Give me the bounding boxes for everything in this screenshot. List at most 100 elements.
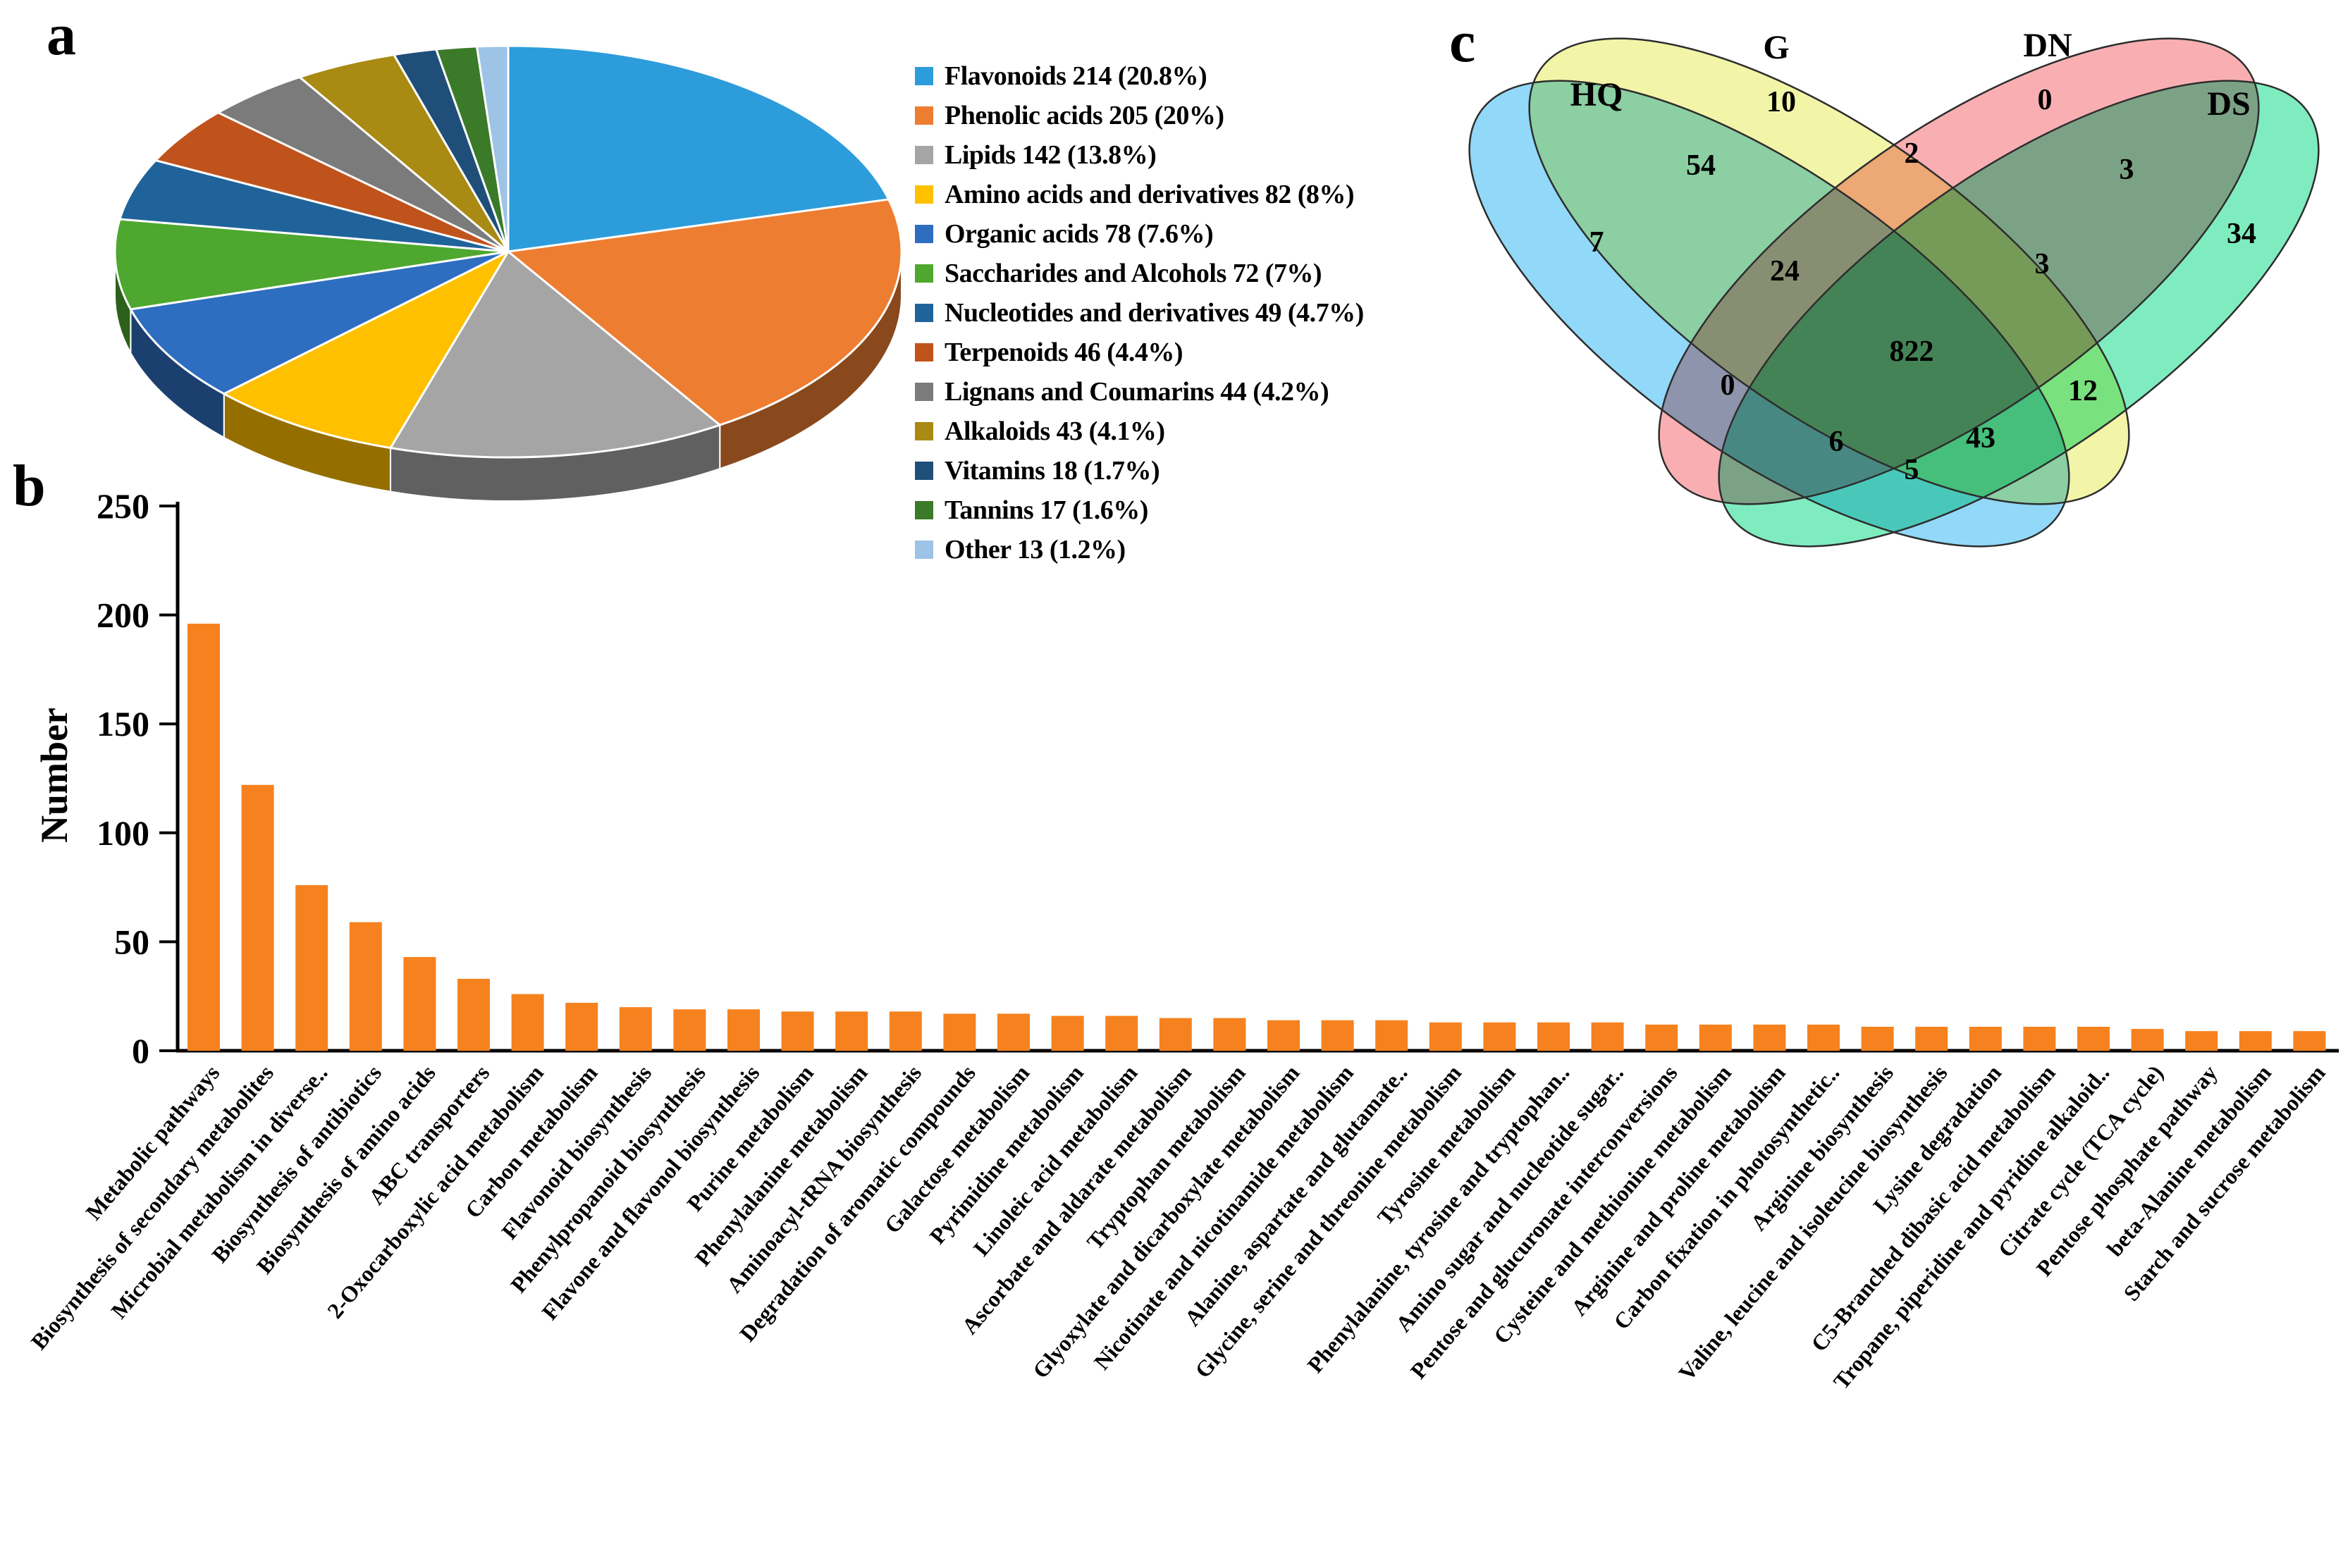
legend-swatch-icon — [915, 422, 933, 440]
legend-swatch-icon — [915, 343, 933, 362]
legend-label: Flavonoids 214 (20.8%) — [945, 61, 1207, 91]
venn-count-HQ: 7 — [1589, 226, 1604, 259]
bar — [835, 1011, 868, 1051]
bar — [943, 1013, 976, 1051]
venn-count-DN-DS: 3 — [2120, 154, 2134, 186]
legend-label: Other 13 (1.2%) — [945, 535, 1126, 564]
panel-a-label: a — [47, 2, 76, 68]
bar — [1267, 1020, 1300, 1051]
y-tick-label: 200 — [97, 595, 149, 635]
bar — [727, 1009, 760, 1051]
metabolite-pie-chart — [113, 44, 903, 502]
venn-ellipse-outline-DS — [1718, 80, 2320, 548]
legend-item: Terpenoids 46 (4.4%) — [915, 333, 1364, 372]
panel-b-label: b — [13, 453, 46, 519]
venn-count-HQ-G: 54 — [1686, 149, 1716, 182]
legend-swatch-icon — [915, 146, 933, 164]
legend-item: Flavonoids 214 (20.8%) — [915, 56, 1364, 96]
legend-item: Vitamins 18 (1.7%) — [915, 451, 1364, 490]
y-tick-label: 150 — [97, 704, 149, 743]
y-tick-label: 100 — [97, 813, 149, 853]
bar — [1483, 1022, 1516, 1051]
venn-count-DN: 0 — [2038, 84, 2053, 116]
bar — [1537, 1022, 1570, 1051]
y-axis-title: Number — [33, 708, 75, 843]
bar — [1861, 1026, 1894, 1051]
bar — [1645, 1024, 1678, 1051]
pie-slice-phenolic-acids — [507, 198, 903, 426]
legend-swatch-icon — [915, 501, 933, 519]
legend-label: Amino acids and derivatives 82 (8%) — [945, 180, 1355, 209]
venn-set-label-DN: DN — [2023, 27, 2072, 64]
legend-swatch-icon — [915, 67, 933, 85]
legend-item: Lipids 142 (13.8%) — [915, 135, 1364, 175]
y-tick-label: 0 — [132, 1031, 149, 1070]
bar — [2239, 1031, 2272, 1051]
venn-set-label-DS: DS — [2207, 85, 2250, 123]
bar — [1051, 1016, 1084, 1051]
category-label: Biosynthesis of secondary metabolites — [26, 1060, 278, 1354]
venn-set-label-HQ: HQ — [1570, 76, 1623, 113]
legend-label: Terpenoids 46 (4.4%) — [945, 338, 1183, 367]
pie-slice-lipids — [389, 250, 721, 459]
bar — [1159, 1018, 1192, 1051]
bar — [2023, 1026, 2056, 1051]
legend-item: Saccharides and Alcohols 72 (7%) — [915, 254, 1364, 293]
venn-count-G-DS: 12 — [2068, 375, 2098, 407]
bar — [673, 1009, 706, 1051]
venn-count-DS: 34 — [2227, 218, 2256, 250]
bar — [1591, 1022, 1624, 1051]
legend-item: Tannins 17 (1.6%) — [915, 490, 1364, 530]
legend-swatch-icon — [915, 185, 933, 204]
panel-c-label: c — [1449, 9, 1476, 75]
legend-swatch-icon — [915, 225, 933, 243]
venn-count-HQ-DS: 5 — [1905, 454, 1919, 486]
venn-ellipse-outline-HQ — [1468, 80, 2070, 548]
bar — [781, 1011, 814, 1051]
venn-ellipse-DS — [1718, 80, 2319, 547]
bar — [187, 623, 220, 1051]
venn-count-HQ-DN: 0 — [1721, 369, 1735, 402]
pie-slice-nucleotides-and-derivatives — [118, 159, 510, 253]
bar — [2131, 1029, 2164, 1051]
bar — [349, 922, 382, 1051]
venn-count-G-DN: 2 — [1905, 137, 1919, 170]
bar — [1807, 1024, 1840, 1051]
venn-count-G: 10 — [1766, 86, 1796, 118]
legend-swatch-icon — [915, 383, 933, 401]
venn-ellipse-outline-DN — [1658, 37, 2260, 505]
legend-swatch-icon — [915, 304, 933, 322]
venn-ellipse-outline-G — [1528, 37, 2130, 505]
bar — [2077, 1026, 2110, 1051]
legend-label: Alkaloids 43 (4.1%) — [945, 416, 1165, 446]
bar — [1429, 1022, 1462, 1051]
bar — [511, 994, 544, 1051]
legend-swatch-icon — [915, 462, 933, 480]
legend-swatch-icon — [915, 541, 933, 559]
bar — [1753, 1024, 1786, 1051]
bar — [403, 957, 436, 1051]
pie-slice-saccharides-and-alcohols — [113, 218, 510, 311]
legend-item: Other 13 (1.2%) — [915, 530, 1364, 569]
bar — [1105, 1016, 1138, 1051]
venn-set-label-G: G — [1763, 29, 1789, 66]
legend-swatch-icon — [915, 264, 933, 283]
y-tick-label: 50 — [114, 922, 149, 961]
bar — [1321, 1020, 1354, 1051]
legend-item: Organic acids 78 (7.6%) — [915, 214, 1364, 254]
venn-count-HQ-DN-DS: 6 — [1829, 426, 1844, 458]
legend-item: Lignans and Coumarins 44 (4.2%) — [915, 372, 1364, 412]
legend-swatch-icon — [915, 106, 933, 125]
bar — [1213, 1018, 1246, 1051]
pie-slice-flavonoids — [507, 44, 890, 253]
pie-legend: Flavonoids 214 (20.8%) Phenolic acids 205… — [915, 56, 1364, 569]
legend-item: Amino acids and derivatives 82 (8%) — [915, 175, 1364, 214]
venn-count-G-DN-DS: 3 — [2035, 248, 2050, 280]
venn-count-HQ-G-DS: 43 — [1966, 422, 1995, 455]
pie-slice-terpenoids — [154, 111, 510, 253]
legend-item: Phenolic acids 205 (20%) — [915, 96, 1364, 135]
legend-label: Phenolic acids 205 (20%) — [945, 101, 1224, 130]
